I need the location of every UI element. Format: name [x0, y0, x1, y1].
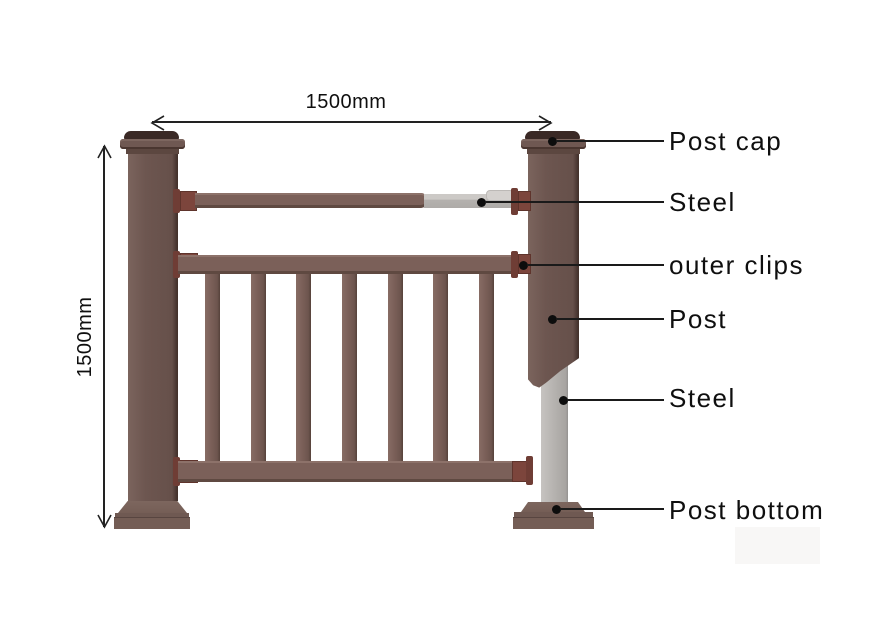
width-dimension-line: [152, 121, 551, 123]
post-cap-label: Post cap: [669, 126, 783, 156]
steel-bottom-label: Steel: [669, 383, 736, 413]
middle-rail-left-clip-flange: [173, 251, 180, 278]
baluster: [296, 274, 311, 462]
width-dimension-label: 1500mm: [305, 91, 387, 113]
baluster: [388, 274, 403, 462]
outer-clips-callout-line: [527, 264, 664, 266]
left-post-cap-top: [124, 131, 179, 140]
middle-rail-wood: [178, 255, 513, 274]
steel-top-callout-line: [485, 201, 664, 203]
baluster: [342, 274, 357, 462]
post-callout-line: [556, 318, 664, 320]
bottom-rail-left-clip-flange: [173, 457, 180, 486]
baluster: [205, 274, 220, 462]
top-rail-wood: [195, 193, 428, 208]
left-post-base-flare: [118, 501, 187, 513]
steel-top-label: Steel: [669, 187, 736, 217]
baluster: [433, 274, 448, 462]
bottom-rail-right-clip-flange: [526, 456, 533, 485]
outer-clips-callout-dot: [519, 261, 528, 270]
right-post-steel-core: [541, 360, 568, 502]
right-post-base-block: [513, 517, 594, 529]
right-post-body: [528, 154, 579, 388]
baluster: [251, 274, 266, 462]
height-dimension-line: [103, 146, 105, 527]
post-cap-callout-dot: [548, 137, 557, 146]
outer-clips-label: outer clips: [669, 250, 804, 280]
left-post-base-step: [115, 513, 189, 517]
bottom-rail-wood: [178, 461, 513, 482]
right-post-base-step: [514, 512, 593, 517]
left-post-base-block: [114, 517, 190, 529]
steel-bottom-callout-dot: [559, 396, 568, 405]
width-dimension-arrow-left: [150, 115, 165, 131]
bottom-rail-right-clip: [512, 461, 527, 482]
left-post-cap-neck: [126, 149, 179, 154]
left-post-body: [128, 154, 178, 501]
post-bottom-callout-line: [560, 508, 664, 510]
right-post-cap-top: [525, 131, 580, 140]
right-post-cap-neck: [527, 149, 580, 154]
post-cap-callout-line: [556, 140, 664, 142]
steel-bottom-callout-line: [567, 399, 664, 401]
top-rail-left-clip-flange: [173, 189, 180, 213]
middle-rail-right-clip-flange: [511, 251, 518, 278]
post-bottom-label: Post bottom: [669, 495, 825, 525]
post-label: Post: [669, 304, 728, 334]
post-callout-dot: [548, 315, 557, 324]
post-bottom-callout-dot: [552, 505, 561, 514]
width-dimension-arrow-right: [538, 115, 553, 131]
height-dimension-arrow-up: [97, 144, 112, 159]
height-dimension-label: 1500mm: [74, 296, 96, 378]
baluster: [479, 274, 494, 462]
top-rail-steel-sleeve: [486, 190, 514, 201]
left-post-cap-crown: [120, 139, 185, 149]
height-dimension-arrow-down: [97, 514, 112, 529]
watermark-box: [735, 527, 820, 564]
steel-top-callout-dot: [477, 198, 486, 207]
